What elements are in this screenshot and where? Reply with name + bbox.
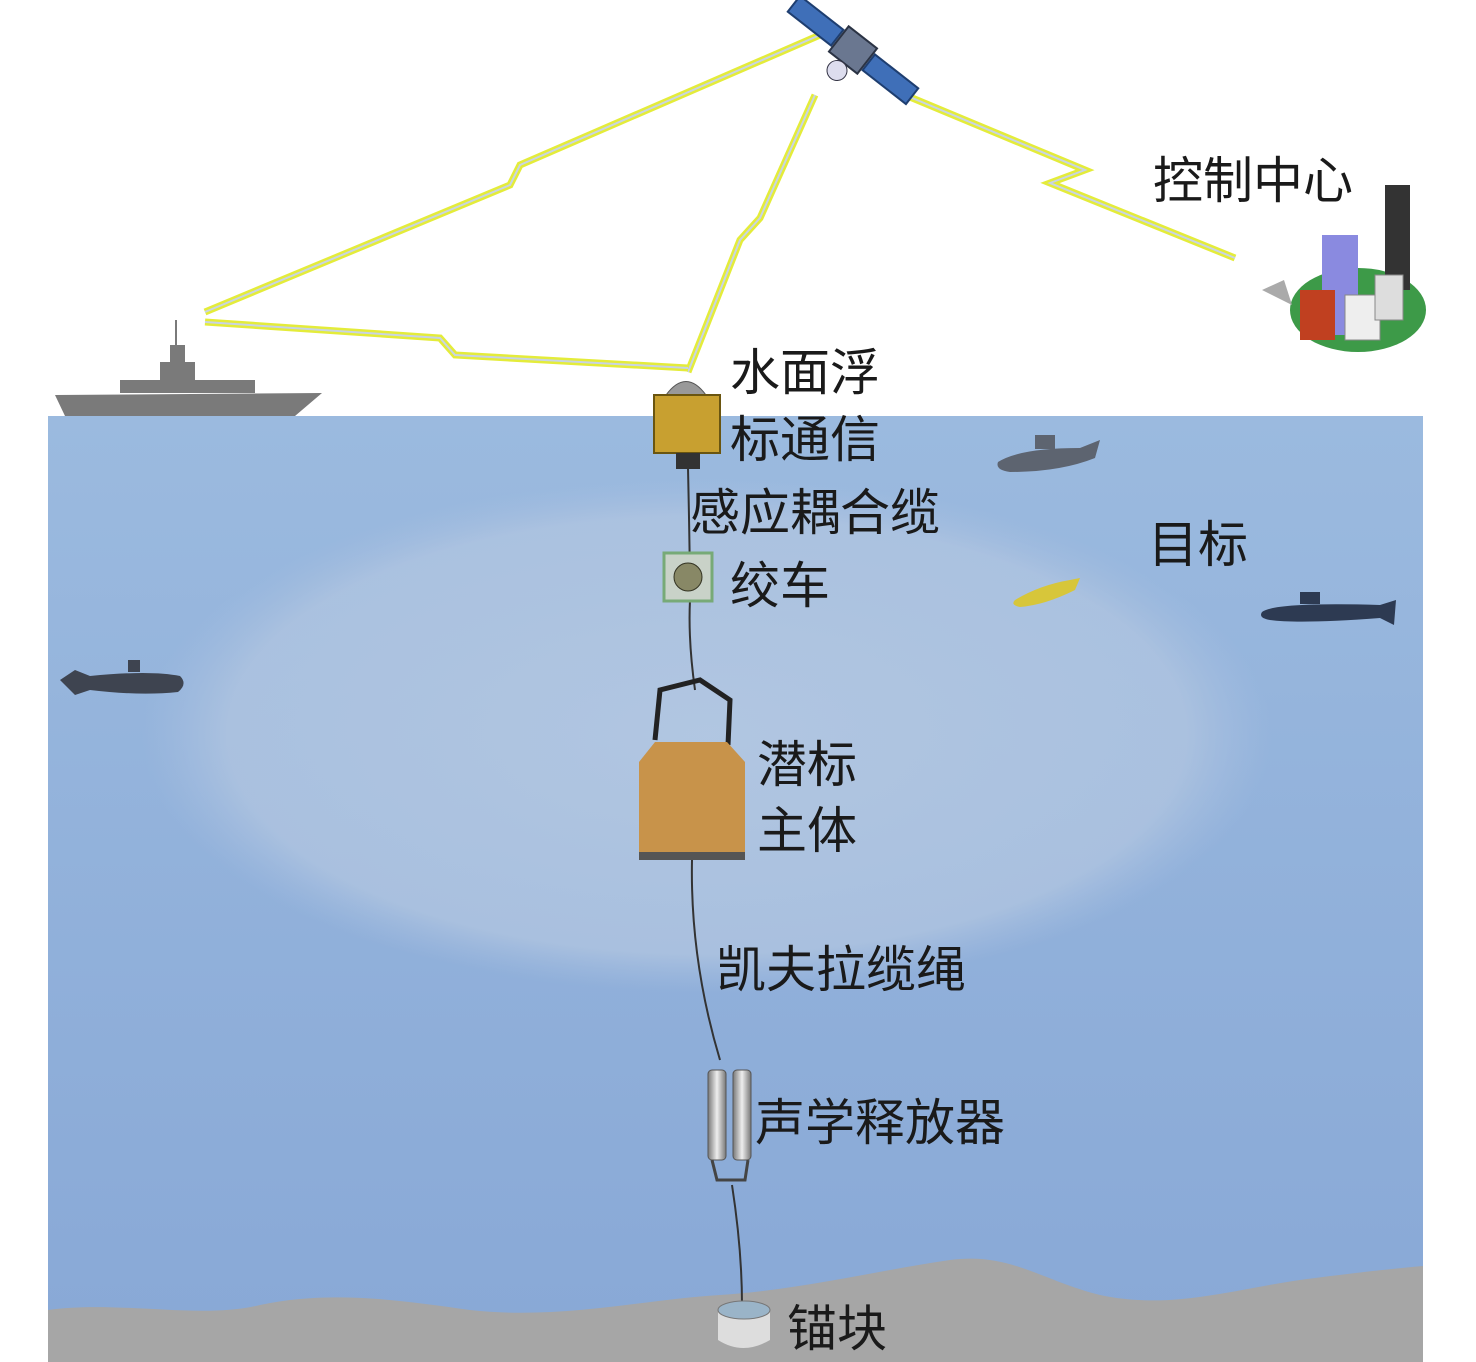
warship-icon	[55, 320, 322, 416]
anchor-line	[731, 1184, 743, 1306]
label-surface-buoy-2: 标通信	[730, 411, 880, 469]
satellite-icon	[786, 0, 920, 106]
label-subsurface-buoy-2: 主体	[757, 802, 857, 860]
anchor-block-icon	[717, 1300, 771, 1348]
label-kevlar-rope: 凯夫拉缆绳	[716, 941, 966, 999]
acoustic-release-icon	[707, 1069, 752, 1182]
surface-buoy-icon	[653, 381, 721, 469]
submarine-target-2	[1261, 592, 1396, 625]
kevlar-rope-line	[690, 859, 721, 1061]
control-center-icon	[1262, 185, 1426, 352]
auv-target	[1013, 578, 1080, 607]
label-subsurface-buoy-1: 潜标	[757, 736, 857, 794]
label-inductive-cable: 感应耦合缆	[690, 484, 940, 542]
winch-icon	[662, 551, 714, 603]
label-anchor: 锚块	[787, 1300, 887, 1358]
submarine-target-1	[997, 435, 1100, 472]
label-target: 目标	[1148, 516, 1248, 574]
detection-zone	[142, 477, 1272, 993]
label-winch: 绞车	[730, 557, 830, 615]
label-control-center: 控制中心	[1153, 152, 1353, 210]
satellite-links	[203, 31, 1237, 374]
label-acoustic-release: 声学释放器	[755, 1094, 1005, 1152]
subsurface-buoy-icon	[639, 677, 745, 860]
submarine-left	[60, 660, 184, 695]
label-surface-buoy-1: 水面浮	[730, 344, 880, 402]
